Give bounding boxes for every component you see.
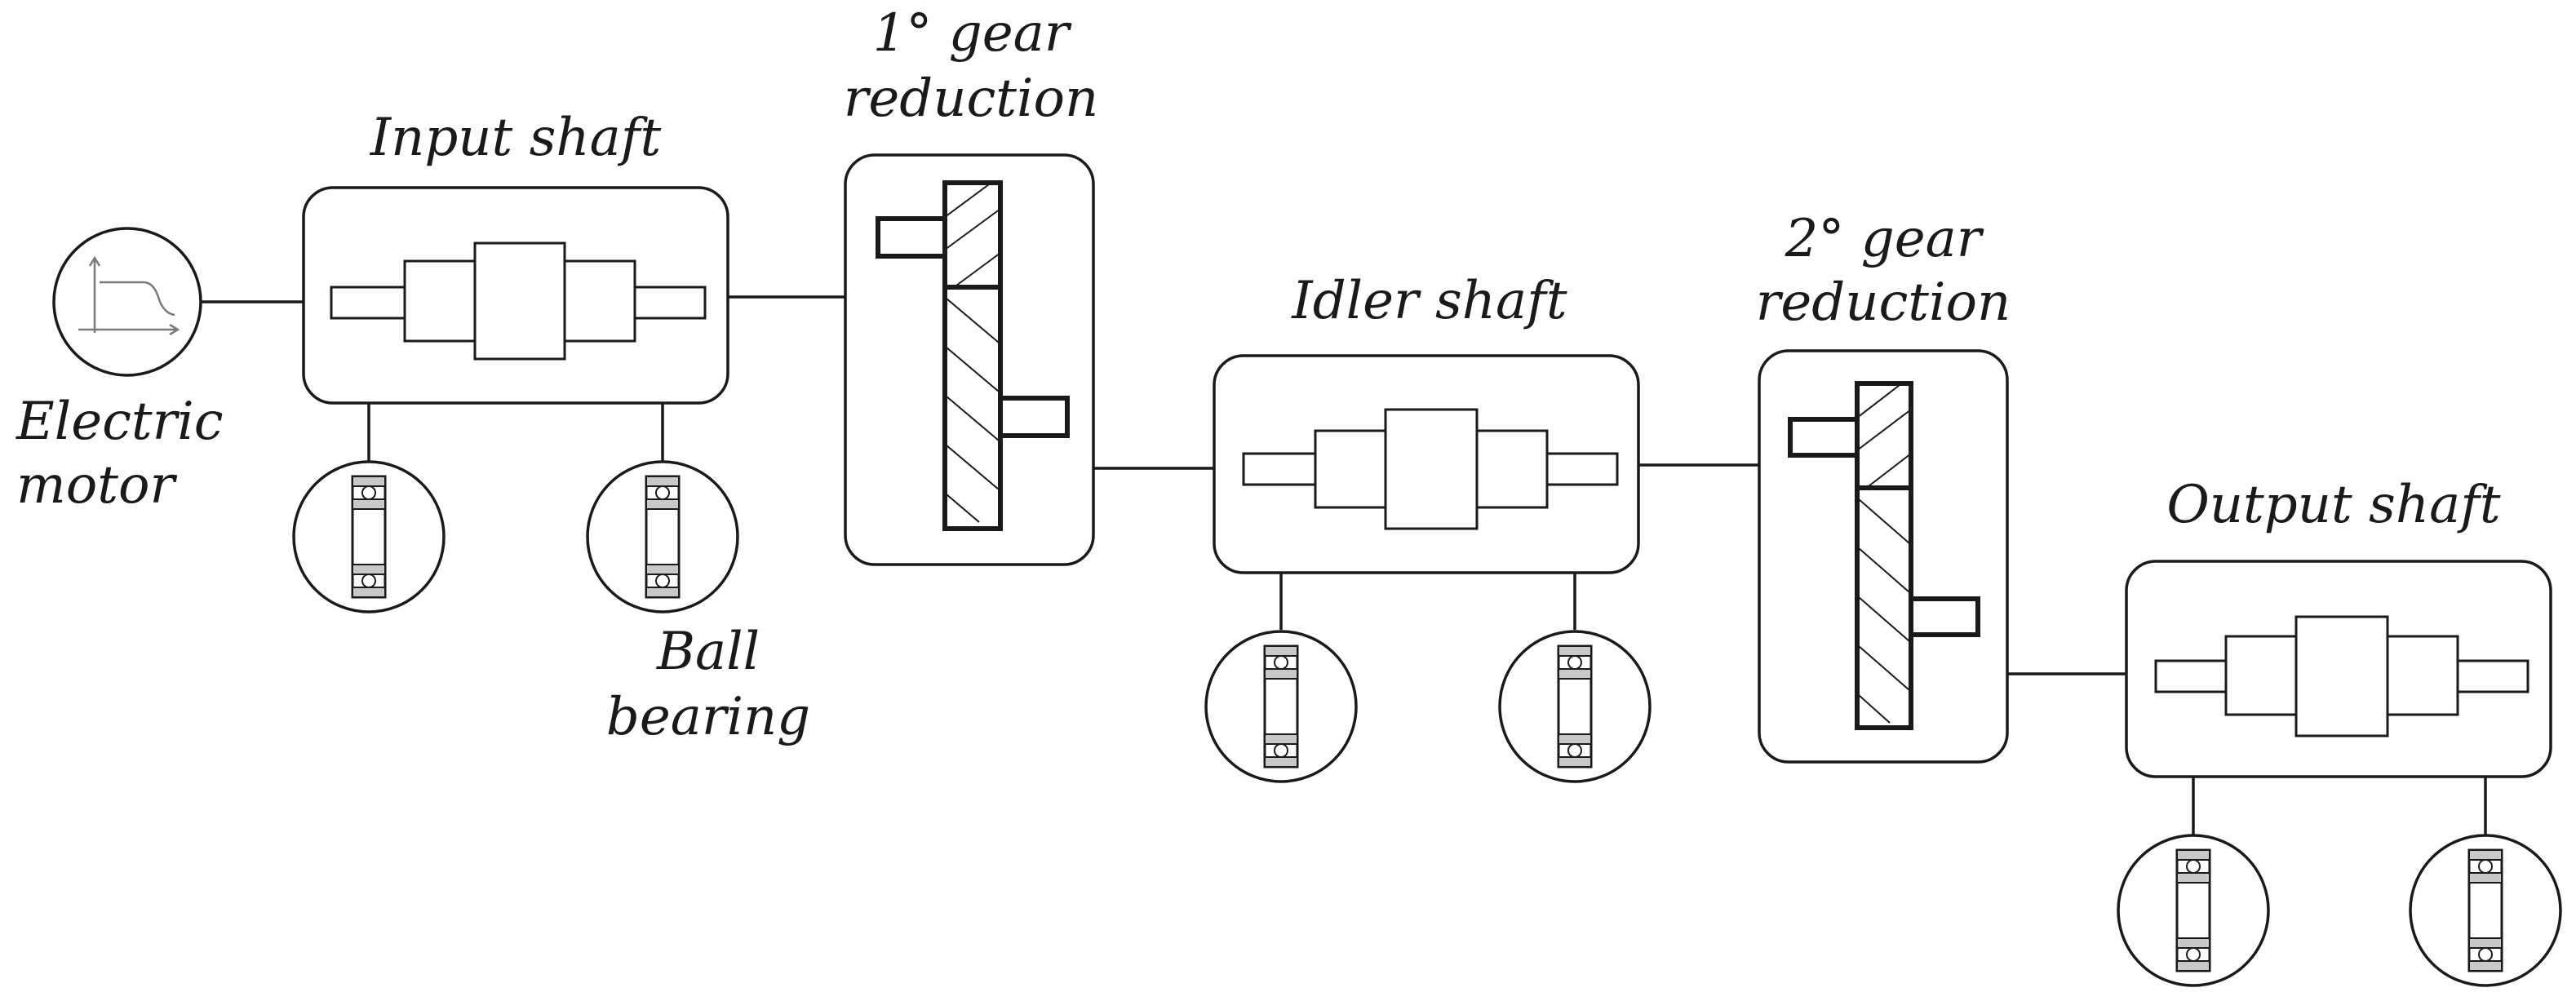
electric-motor bbox=[52, 227, 202, 377]
gear1-input-stub bbox=[876, 216, 947, 259]
output-shaft-right-end bbox=[2456, 659, 2529, 693]
idler-shaft-left-collar bbox=[1314, 429, 1387, 509]
ball-bearing-icon bbox=[1498, 630, 1652, 783]
input-shaft-left-end bbox=[330, 286, 406, 320]
ball-bearing-icon bbox=[292, 460, 446, 613]
ball-bearing-icon bbox=[2117, 834, 2270, 987]
gear2-input-stub bbox=[1788, 417, 1860, 458]
output-shaft-left-end bbox=[2154, 659, 2228, 693]
input-shaft-hub bbox=[473, 241, 566, 361]
electric-motor-label-line1: Electric bbox=[16, 392, 224, 452]
idler-shaft-left-end bbox=[1242, 452, 1317, 486]
output-shaft-label: Output shaft bbox=[2166, 475, 2501, 535]
idler-shaft-right-collar bbox=[1475, 429, 1549, 509]
input-shaft-right-collar bbox=[563, 259, 636, 343]
idler-shaft-right-end bbox=[1545, 452, 1619, 486]
gear1-output-stub bbox=[998, 396, 1070, 438]
motor-circle bbox=[52, 227, 202, 377]
ball-bearing-icon bbox=[1204, 630, 1358, 783]
ball-bearing-label-line1: Ball bbox=[656, 622, 760, 682]
input-shaft-left-collar bbox=[403, 259, 477, 343]
gear2-lower-hatch bbox=[1858, 498, 1910, 724]
electric-motor-label-line2: motor bbox=[16, 455, 177, 516]
gear-reduction-1 bbox=[844, 153, 1095, 566]
gear2-body bbox=[1855, 381, 1913, 730]
output-shaft-left-collar bbox=[2224, 635, 2298, 716]
torque-curve-icon bbox=[78, 255, 180, 336]
gear1-upper-hatch bbox=[944, 184, 1001, 286]
idler-shaft-label: Idler shaft bbox=[1291, 271, 1567, 331]
input-shaft-right-end bbox=[633, 286, 707, 320]
gear2-output-stub bbox=[1909, 596, 1980, 637]
gear-reduction-2 bbox=[1758, 349, 2009, 764]
gear1-body bbox=[942, 180, 1003, 531]
gear-reduction-1-label-line2: reduction bbox=[844, 69, 1098, 129]
idler-shaft-assembly bbox=[1213, 354, 1640, 630]
diagram-labels: Electric motor Input shaft 1° gear reduc… bbox=[16, 3, 2501, 747]
ball-bearing-icon bbox=[2409, 834, 2562, 987]
gear-reduction-2-label-line2: reduction bbox=[1756, 272, 2011, 333]
gear1-lower-hatch bbox=[946, 298, 1000, 523]
gear2-upper-hatch bbox=[1856, 384, 1912, 487]
output-shaft-hub bbox=[2294, 615, 2389, 737]
ball-bearings bbox=[292, 460, 2562, 987]
input-shaft-assembly bbox=[302, 186, 729, 462]
input-shaft-label: Input shaft bbox=[370, 108, 662, 168]
ball-bearing-label-line2: bearing bbox=[606, 687, 810, 747]
output-shaft-right-collar bbox=[2386, 635, 2459, 716]
connector-lines bbox=[201, 295, 2126, 675]
idler-shaft-hub bbox=[1384, 408, 1479, 530]
gear-reduction-2-label-line1: 2° gear bbox=[1785, 209, 1984, 269]
gear-reduction-1-label-line1: 1° gear bbox=[873, 3, 1072, 64]
output-shaft-assembly bbox=[2125, 560, 2552, 835]
ball-bearing-icon bbox=[586, 460, 739, 613]
